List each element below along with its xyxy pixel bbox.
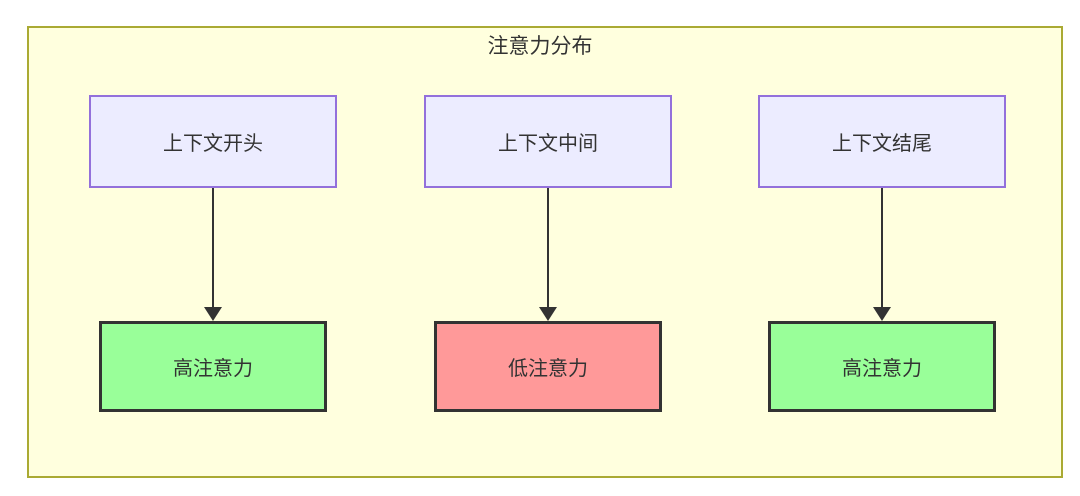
node-high-attention-1: 高注意力	[99, 321, 327, 412]
node-context-beginning: 上下文开头	[89, 95, 337, 188]
arrow-line-3	[881, 188, 883, 309]
diagram-title: 注意力分布	[487, 35, 593, 58]
node-low-attention: 低注意力	[434, 321, 662, 412]
arrow-head-icon	[204, 307, 222, 321]
arrow-line-1	[212, 188, 214, 309]
node-high-attention-2: 高注意力	[768, 321, 996, 412]
node-context-middle: 上下文中间	[424, 95, 672, 188]
arrow-line-2	[547, 188, 549, 309]
arrow-head-icon	[873, 307, 891, 321]
node-context-end: 上下文结尾	[758, 95, 1006, 188]
arrow-head-icon	[539, 307, 557, 321]
